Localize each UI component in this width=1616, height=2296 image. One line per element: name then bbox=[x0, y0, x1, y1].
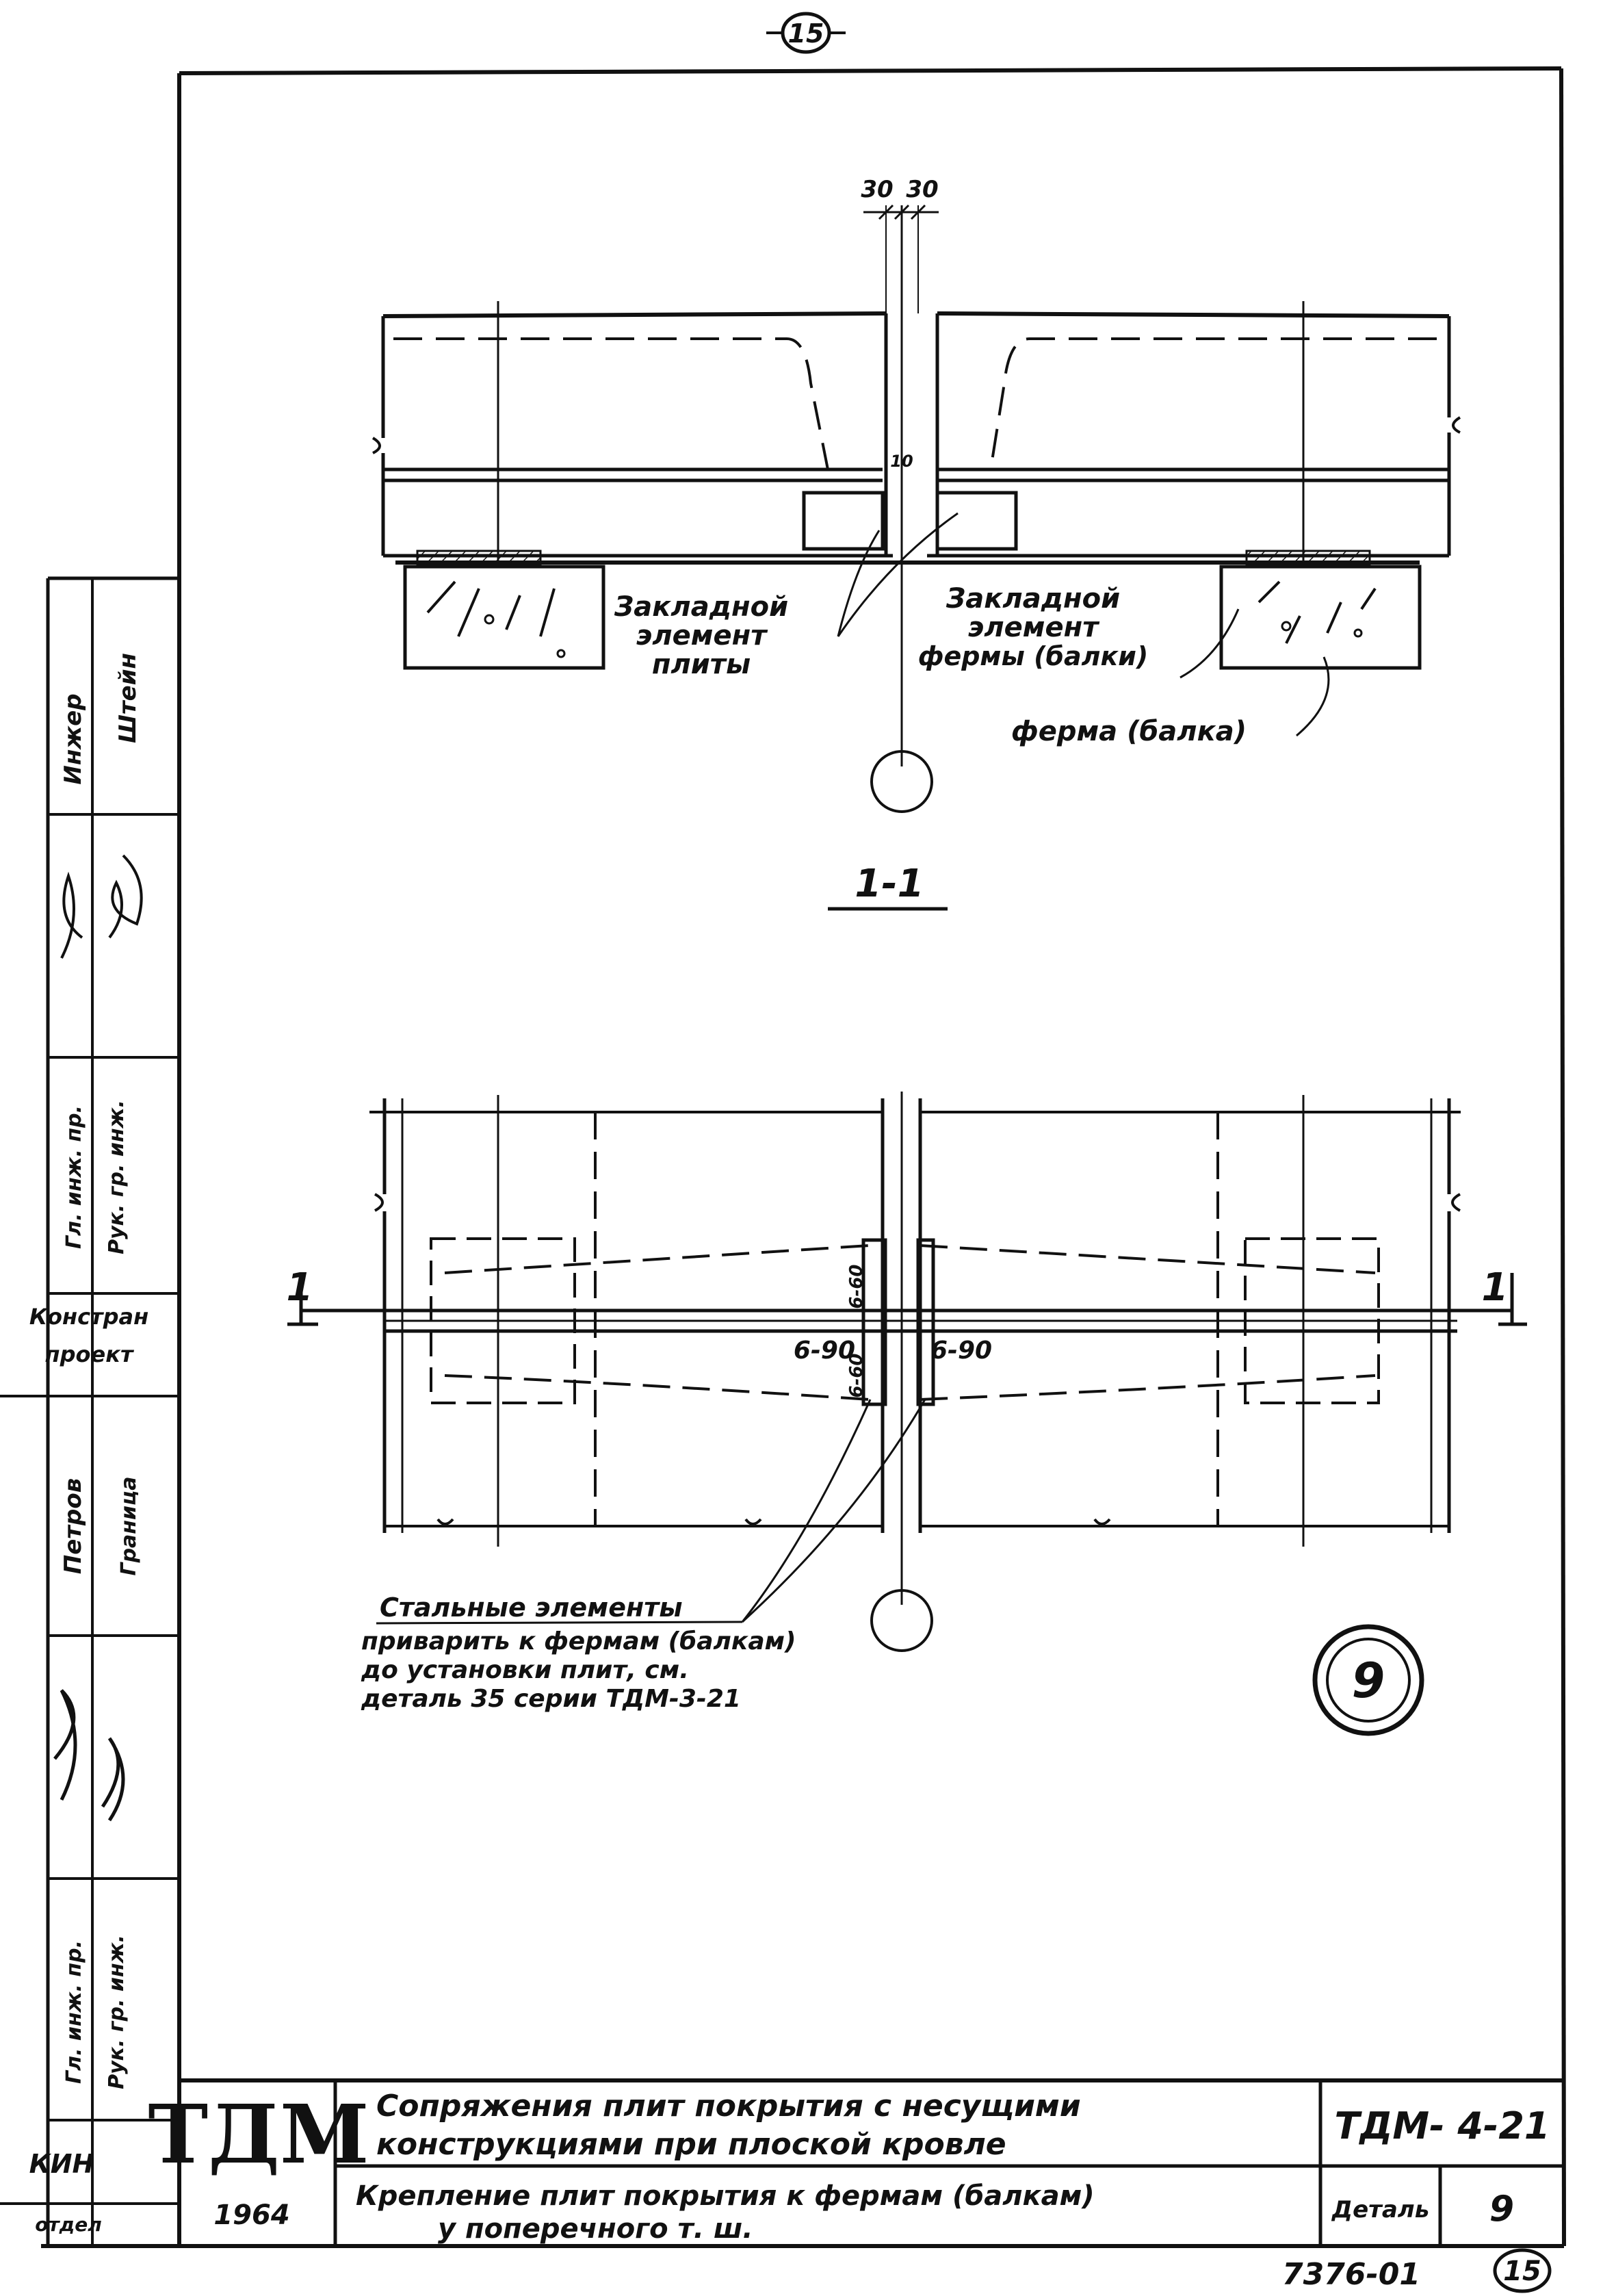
title-block-text: ТДМ 1964 Сопряжения плит покрытия с несу… bbox=[148, 2087, 1550, 2292]
note-line2: приварить к фермам (балкам) bbox=[361, 1627, 796, 1655]
note-line1: Стальные элементы bbox=[380, 1592, 683, 1623]
plan-view bbox=[287, 1092, 1527, 1652]
dim-left: 30 bbox=[861, 176, 893, 203]
page-number-bottom-text: 15 bbox=[1503, 2256, 1541, 2287]
detail-marker: 9 bbox=[1312, 1624, 1424, 1736]
stamp-role-5: Гл. инж. пр. bbox=[62, 1940, 86, 2084]
page-number-bottom: 15 bbox=[1493, 2248, 1552, 2293]
series-code: ТДМ- 4-21 bbox=[1334, 2104, 1550, 2147]
embed-truss-label-line2: элемент bbox=[968, 612, 1101, 643]
embed-truss-label-line1: Закладной bbox=[946, 583, 1120, 615]
stamp-name-3: Граница bbox=[117, 1476, 141, 1575]
stamp-bottom-2: отдел bbox=[35, 2213, 102, 2236]
detail-marker-number: 9 bbox=[1352, 1653, 1385, 1709]
weld-left-label: 6-90 bbox=[794, 1337, 855, 1365]
stamp-role-6: Рук. гр. инж. bbox=[105, 1935, 129, 2089]
left-stamp bbox=[0, 576, 179, 2246]
embed-plate-label-line3: плиты bbox=[652, 649, 751, 680]
plan-labels: 1 1 6-60 6-90 6-90 6-60 Стальные элемент… bbox=[287, 1264, 1509, 1713]
note-line3: до установки плит, см. bbox=[361, 1656, 689, 1684]
section-view bbox=[372, 204, 1461, 911]
section-labels: 30 30 10 Закладной элемент плиты Закладн… bbox=[614, 176, 1247, 906]
stamp-role-1: Инжер bbox=[60, 693, 87, 784]
title-block bbox=[179, 2078, 1564, 2246]
embed-plate-label-line2: элемент bbox=[636, 620, 769, 652]
stamp-bottom-1: КИН bbox=[29, 2149, 94, 2179]
cut-mark-right: 1 bbox=[1482, 1265, 1509, 1310]
logo-tdm: ТДМ bbox=[148, 2087, 369, 2182]
stamp-role-4: Петров bbox=[60, 1478, 87, 1574]
dim-right: 30 bbox=[906, 176, 938, 203]
embed-plate-label-line1: Закладной bbox=[614, 591, 788, 623]
stamp-name-1: Штейн bbox=[114, 653, 142, 743]
note-line4: деталь 35 серии ТДМ-3-21 bbox=[361, 1685, 741, 1713]
weld-bottom-label: 6-60 bbox=[846, 1353, 867, 1397]
page-number-top-text: 15 bbox=[788, 18, 824, 49]
section-title: 1-1 bbox=[855, 862, 924, 906]
truss-label: ферма (балка) bbox=[1011, 716, 1247, 747]
detail-label: Деталь bbox=[1331, 2196, 1429, 2223]
cut-mark-left: 1 bbox=[287, 1265, 313, 1310]
subtitle-line2: у поперечного т. ш. bbox=[438, 2213, 753, 2245]
title-line1: Сопряжения плит покрытия с несущими bbox=[376, 2089, 1081, 2124]
stamp-org-line1: Констран bbox=[29, 1304, 148, 1330]
gap-label: 10 bbox=[890, 452, 913, 471]
left-stamp-text: Инжер Штейн Гл. инж. пр. Рук. гр. инж. К… bbox=[29, 653, 149, 2236]
archive-number: 7376-01 bbox=[1282, 2257, 1420, 2292]
year: 1964 bbox=[213, 2200, 289, 2231]
title-line2: конструкциями при плоской кровле bbox=[376, 2127, 1006, 2162]
stamp-role-3: Рук. гр. инж. bbox=[105, 1100, 129, 1254]
stamp-org-line2: проект bbox=[45, 1341, 135, 1367]
weld-top-label: 6-60 bbox=[846, 1264, 867, 1308]
stamp-role-2: Гл. инж. пр. bbox=[62, 1105, 86, 1249]
subtitle-line1: Крепление плит покрытия к фермам (балкам… bbox=[356, 2180, 1095, 2212]
page-number-top: 15 bbox=[766, 12, 846, 54]
detail-value: 9 bbox=[1489, 2189, 1514, 2230]
sheet-frame bbox=[41, 66, 1566, 2248]
weld-right-label: 6-90 bbox=[930, 1337, 992, 1365]
embed-truss-label-line3: фермы (балки) bbox=[918, 641, 1149, 671]
